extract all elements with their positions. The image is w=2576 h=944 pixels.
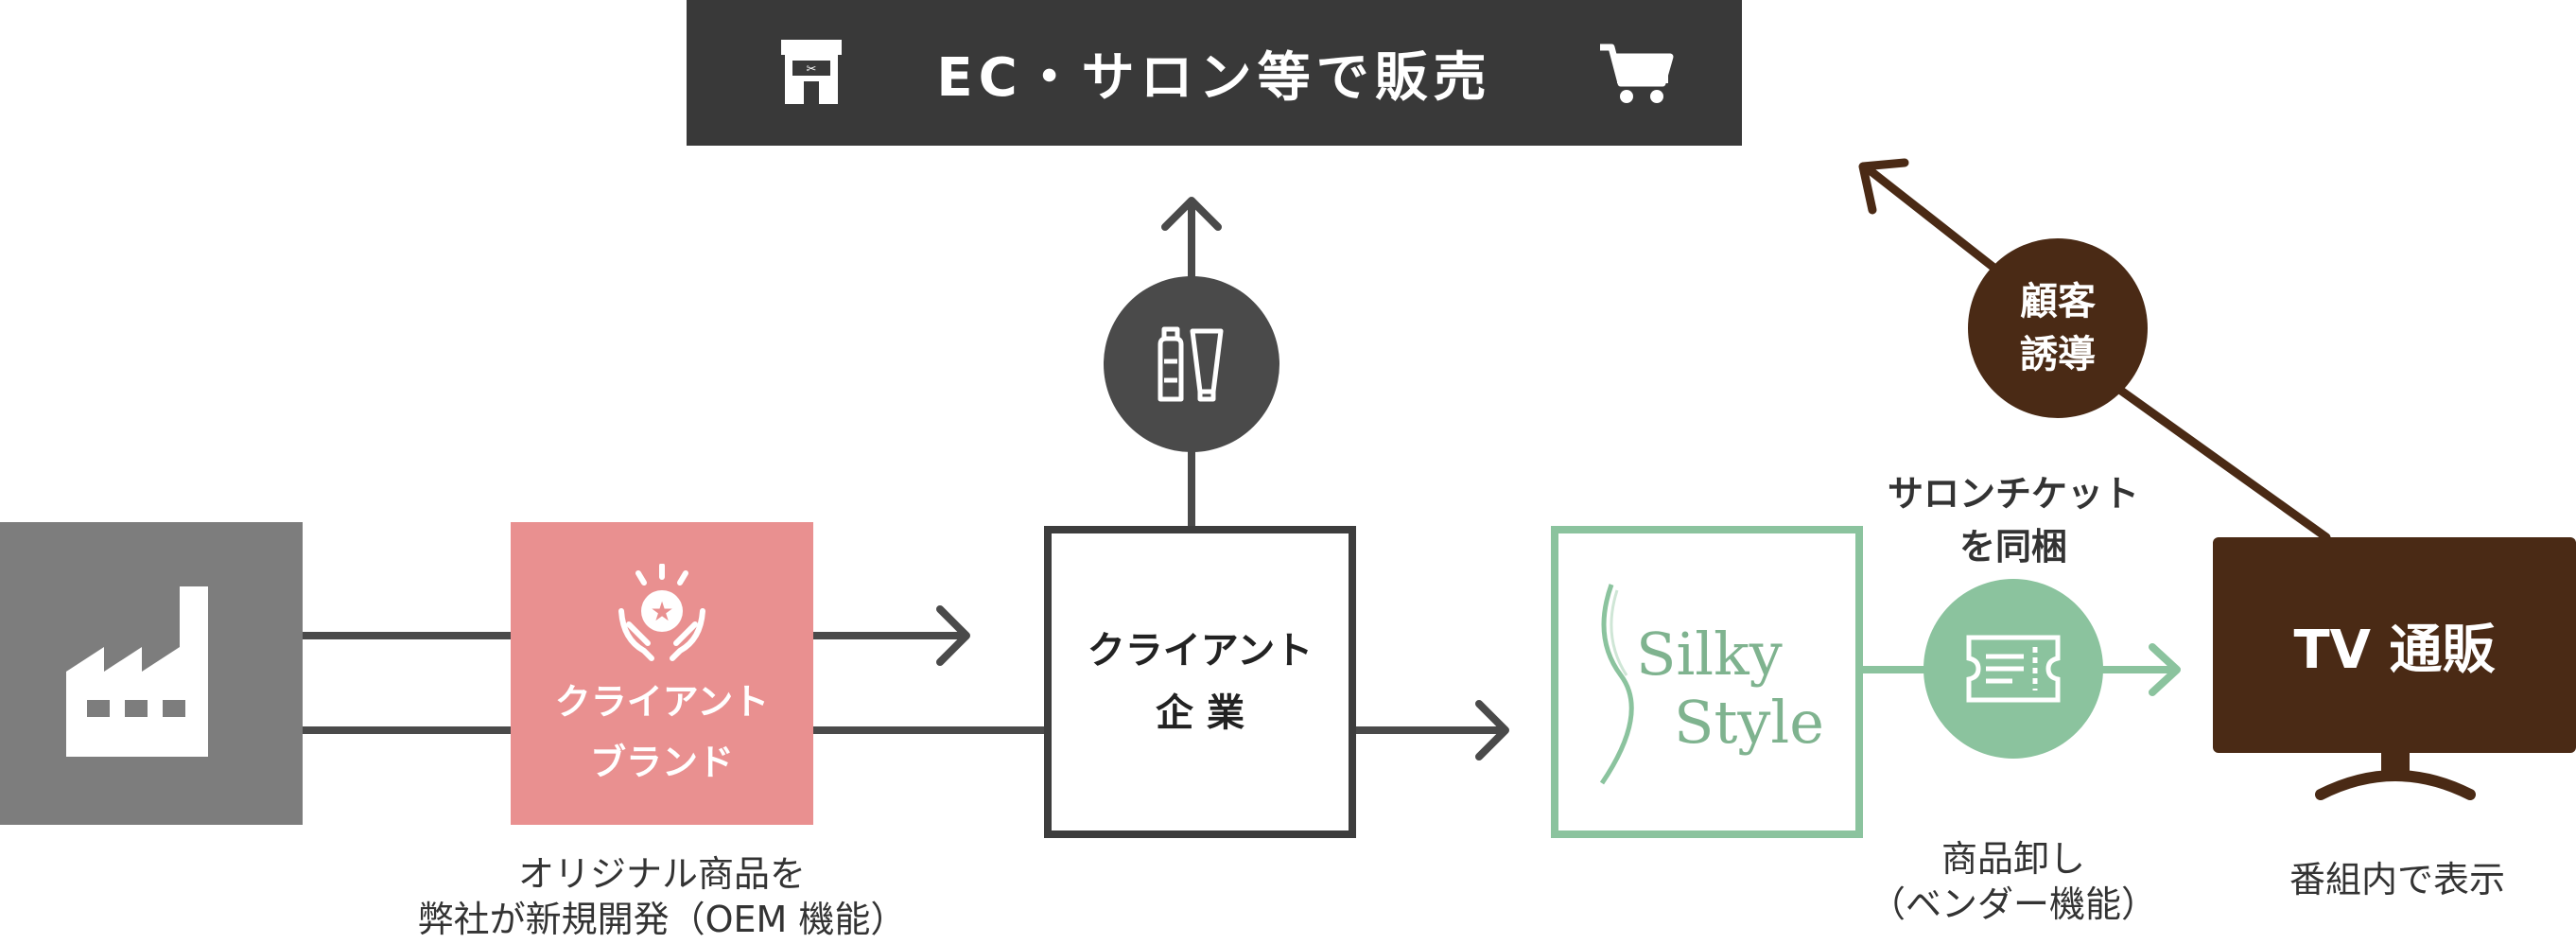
arrowhead-upper [936, 605, 970, 666]
oem-note: オリジナル商品を 弊社が新規開発（OEM 機能） [378, 851, 946, 942]
ticket-icon [1966, 635, 2061, 703]
silky-swirl-icon [1599, 584, 1634, 785]
ticket-label-line-2: を同梱 [1958, 526, 2067, 568]
wholesale-note-line-2: （ベンダー機能） [1869, 883, 2157, 925]
oem-note-line-2: 弊社が新規開発（OEM 機能） [417, 899, 907, 940]
tv-shopping-box: TV 通販 [2213, 537, 2576, 753]
arrowhead-client-silky [1475, 700, 1509, 760]
arrowhead-ticket-tv [2149, 643, 2181, 696]
broadcast-note: 番組内で表示 [2289, 859, 2505, 900]
tv-shopping-label: TV 通販 [2293, 619, 2496, 681]
hands-badge-icon: ★ [618, 564, 705, 661]
arrowhead-up [1161, 197, 1222, 231]
client-brand-box: ★ クライアント ブランド [511, 522, 813, 825]
factory-icon [66, 586, 208, 757]
ticket-label-line-1: サロンチケット [1887, 473, 2139, 515]
ticket-circle [1923, 579, 2103, 759]
client-company-label-2: 企 業 [1156, 691, 1244, 735]
silky-style-box: Silky Style [1551, 526, 1863, 838]
client-company-label-1: クライアント [1087, 629, 1314, 673]
oem-note-line-1: オリジナル商品を [517, 853, 806, 895]
top-bar-title: EC・サロン等で販売 [936, 46, 1492, 109]
connector-guide-ec [1860, 162, 2010, 281]
customer-guide-circle: 顧客 誘導 [1968, 238, 2148, 418]
customer-guide-line-1: 顧客 [2020, 280, 2096, 323]
ticket-label: サロンチケット を同梱 [1867, 467, 2160, 573]
silky-logo-line-2: Style [1674, 688, 1824, 757]
client-brand-label-2: ブランド [589, 742, 734, 783]
product-circle [1104, 276, 1279, 452]
svg-text:✂: ✂ [807, 62, 817, 77]
arrowhead-ec [1858, 158, 1909, 215]
connector-tv-guide [2110, 381, 2331, 542]
factory-box [0, 522, 303, 825]
store-icon: ✂ [781, 40, 842, 104]
client-company-box: クライアント 企 業 [1044, 526, 1356, 838]
wholesale-note: 商品卸し （ベンダー機能） [1848, 836, 2179, 927]
wholesale-note-line-1: 商品卸し [1941, 838, 2085, 880]
ec-salon-sales-bar: ✂ EC・サロン等で販売 [687, 0, 1742, 146]
client-brand-label-1: クライアント [554, 681, 770, 723]
svg-text:★: ★ [650, 596, 673, 627]
cosmetics-icon [1157, 326, 1224, 402]
silky-style-logo: Silky Style [1636, 621, 1824, 757]
tv-stand-icon [2315, 753, 2476, 800]
customer-guide-line-2: 誘導 [2020, 333, 2096, 376]
silky-logo-line-1: Silky [1636, 620, 1783, 689]
cart-icon [1600, 44, 1674, 103]
